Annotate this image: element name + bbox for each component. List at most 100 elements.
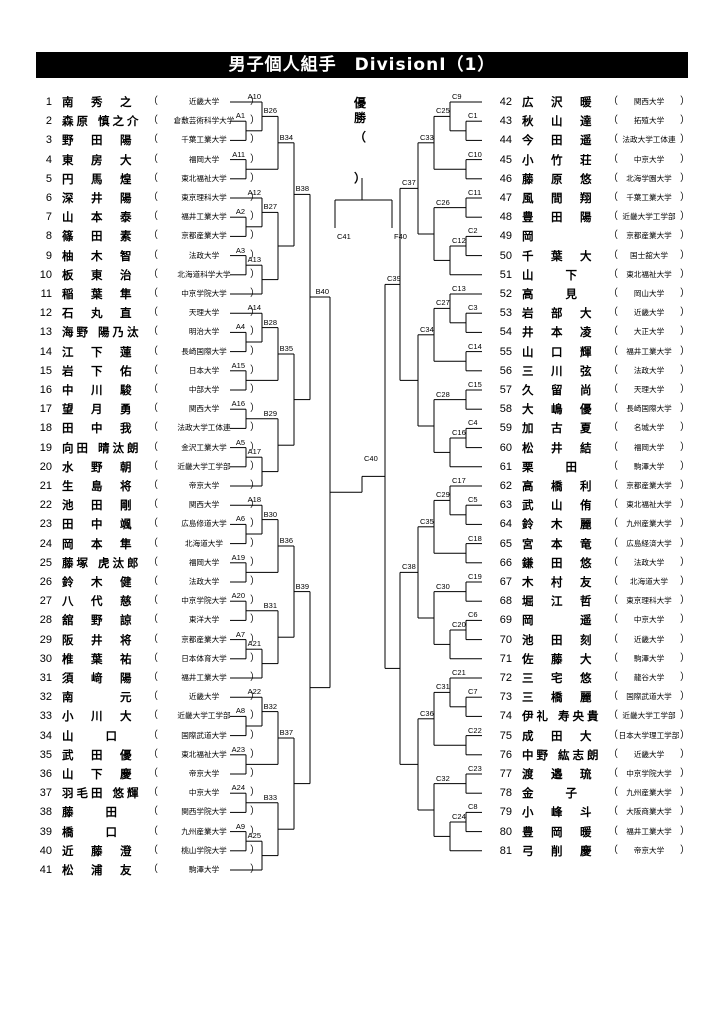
match-label-a17: A17 — [247, 447, 261, 457]
affiliation-close-paren: ） — [250, 748, 260, 760]
player-number: 40 — [39, 844, 52, 857]
player-affiliation: （駒澤大学） — [608, 458, 690, 476]
affiliation-open-paren: （ — [148, 153, 158, 165]
affiliation-close-paren: ） — [250, 460, 260, 472]
player-affiliation: （東北福祉大学） — [608, 266, 690, 284]
affiliation-close-paren: ） — [680, 153, 690, 165]
match-label-c33: C33 — [420, 132, 434, 142]
player-row: 65宮 本 竜 真（広島経済大学） — [490, 535, 690, 553]
player-affiliation: （福井工業大学） — [608, 823, 690, 841]
player-number: 57 — [499, 384, 512, 396]
player-name: 松 浦 友 哉 — [62, 863, 146, 877]
affiliation-open-paren: （ — [608, 652, 618, 664]
affiliation-open-paren: （ — [148, 768, 158, 779]
affiliation-text: 東北福祉大学 — [181, 173, 227, 183]
player-row: 27八 代 慈 瑛（中京学院大学） — [30, 592, 260, 610]
player-number: 53 — [499, 307, 512, 320]
player-row: 21生 島 将 人（帝京大学） — [30, 477, 260, 495]
player-affiliation: （中京学院大学） — [148, 285, 260, 303]
player-affiliation: （天理大学） — [148, 304, 260, 322]
match-label-c20: C20 — [452, 620, 466, 629]
player-affiliation: （法政大学工体連） — [608, 131, 690, 149]
affiliation-open-paren: （ — [148, 384, 158, 395]
affiliation-text: 長崎国際大学 — [626, 404, 672, 414]
affiliation-close-paren: ） — [250, 556, 260, 568]
affiliation-close-paren: ） — [250, 633, 260, 645]
player-number: 5 — [45, 172, 52, 185]
player-affiliation: （岡山大学） — [608, 285, 690, 303]
player-affiliation: （京都産業大学） — [148, 227, 260, 245]
player-number: 37 — [39, 787, 52, 800]
player-affiliation: （駒澤大学） — [148, 861, 260, 879]
affiliation-text: 福井工業大学 — [181, 212, 227, 222]
affiliation-close-paren: ） — [680, 172, 690, 184]
affiliation-close-paren: ） — [250, 614, 260, 626]
player-affiliation: （福岡大学） — [148, 554, 260, 572]
player-number: 15 — [39, 364, 52, 377]
player-number: 56 — [499, 364, 512, 377]
championship-close-paren: ） — [353, 171, 366, 185]
player-number: 18 — [39, 422, 52, 435]
player-name: 鈴 木 麗 斗 — [522, 517, 606, 532]
player-row: 9柚 木 智 尋（法政大学） — [30, 247, 260, 265]
player-affiliation: （国際武道大学） — [608, 688, 690, 706]
player-name: 橋 口 翔 — [62, 824, 146, 839]
affiliation-close-paren: ） — [250, 230, 260, 242]
match-label-c22: C22 — [468, 725, 482, 735]
player-name: 池 田 剛 基 — [62, 498, 146, 513]
match-label-c34: C34 — [420, 324, 434, 334]
affiliation-open-paren: （ — [148, 710, 158, 722]
player-row: 8篠 田 素 良（京都産業大学） — [30, 227, 260, 245]
player-number: 42 — [499, 96, 512, 108]
match-label-c38: C38 — [402, 562, 416, 572]
player-name: 山 下 廉 — [522, 267, 606, 282]
affiliation-open-paren: （ — [148, 441, 158, 453]
player-row: 24岡 本 隼 征（北海道大学） — [30, 535, 260, 553]
affiliation-text: 東洋大学 — [188, 615, 220, 625]
player-number: 62 — [499, 480, 512, 492]
player-name: 金 子 樹 — [522, 786, 606, 801]
player-number: 80 — [499, 825, 512, 838]
affiliation-text: 大正大学 — [633, 327, 665, 337]
match-label-a5: A5 — [235, 437, 245, 447]
player-name: 森原 慎之介 — [62, 114, 142, 129]
player-name: 三 宅 悠 斗 — [522, 671, 606, 685]
affiliation-open-paren: （ — [608, 576, 618, 587]
affiliation-text: 名城大学 — [633, 423, 665, 433]
player-name: 石 丸 直 人 — [62, 306, 146, 321]
affiliation-open-paren: （ — [148, 864, 158, 875]
affiliation-open-paren: （ — [608, 288, 618, 299]
affiliation-open-paren: （ — [608, 115, 618, 127]
affiliation-text: 桃山学院大学 — [181, 845, 227, 855]
player-number: 24 — [39, 537, 52, 550]
player-number: 31 — [39, 672, 52, 684]
player-affiliation: （拓殖大学） — [608, 112, 690, 130]
player-name: 望 月 勇 稀 — [62, 402, 146, 417]
affiliation-open-paren: （ — [148, 364, 158, 376]
match-label-b35: B35 — [279, 344, 293, 353]
player-row: 43秋 山 達 哉（拓殖大学） — [490, 112, 690, 130]
affiliation-close-paren: ） — [250, 326, 260, 338]
player-name: 南 元 希 — [62, 690, 146, 705]
player-name: 田 中 我 岩 — [62, 421, 146, 436]
affiliation-close-paren: ） — [250, 825, 260, 837]
affiliation-close-paren: ） — [680, 230, 690, 242]
match-label-b27: B27 — [263, 202, 277, 212]
player-number: 67 — [499, 576, 512, 588]
player-number: 19 — [39, 441, 52, 454]
player-number: 8 — [45, 230, 52, 243]
affiliation-close-paren: ） — [250, 595, 260, 607]
match-label-a22: A22 — [247, 687, 261, 697]
affiliation-open-paren: （ — [148, 115, 158, 127]
player-name: 堀 江 哲 史 — [522, 594, 606, 609]
affiliation-text: 東北福祉大学 — [626, 500, 672, 510]
affiliation-close-paren: ） — [680, 192, 690, 203]
player-number: 3 — [45, 134, 52, 147]
affiliation-open-paren: （ — [608, 691, 618, 703]
affiliation-open-paren: （ — [148, 595, 158, 607]
player-affiliation: （福井工業大学） — [148, 208, 260, 226]
affiliation-close-paren: ） — [680, 806, 690, 818]
match-label-c9: C9 — [452, 92, 462, 101]
player-row: 42広 沢 暖 我（関西大学） — [490, 93, 690, 111]
affiliation-open-paren: （ — [148, 614, 158, 626]
